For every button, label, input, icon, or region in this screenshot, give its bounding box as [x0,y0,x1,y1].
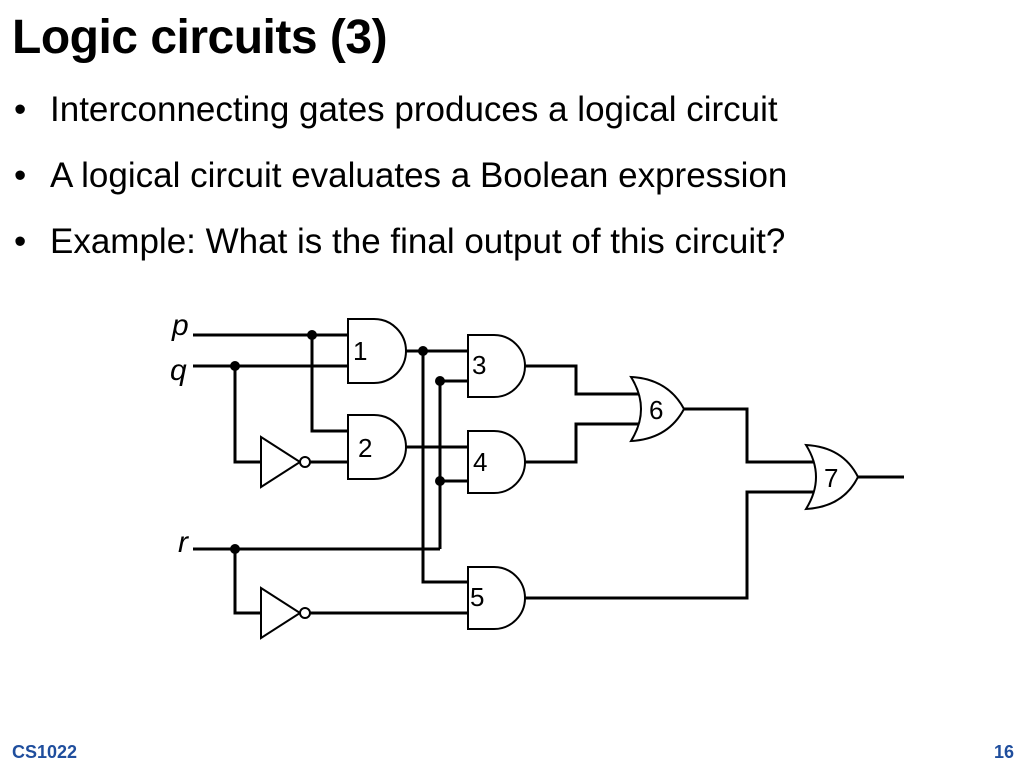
gate-label-2: 2 [358,433,372,463]
not-gate-r [260,586,311,640]
junction-dots [230,330,445,554]
gate-label-4: 4 [473,447,487,477]
gate-label-1: 1 [353,336,367,366]
slide-title: Logic circuits (3) [12,11,388,64]
and-gate-2: 2 [347,414,407,480]
gate-label-3: 3 [472,350,486,380]
bullet-item: • Example: What is the final output of t… [0,218,787,284]
circuit-wires [193,333,904,615]
bullet-icon: • [14,222,27,261]
bullet-text: Interconnecting gates produces a logical… [50,90,778,129]
input-label-p: p [171,309,189,342]
and-gate-4: 4 [467,430,526,494]
input-label-r: r [178,526,189,559]
bullet-item: • A logical circuit evaluates a Boolean … [0,152,787,218]
and-gate-1: 1 [347,318,407,384]
bullet-icon: • [14,90,27,129]
bullet-icon: • [14,156,27,195]
gate-label-7: 7 [824,463,838,493]
not-gate-q [260,435,311,489]
input-label-q: q [170,354,187,387]
bullet-item: • Interconnecting gates produces a logic… [0,86,787,152]
bullet-text: A logical circuit evaluates a Boolean ex… [50,156,788,195]
footer-course-code: CS1022 [12,742,78,762]
footer-page-number: 16 [993,742,1014,762]
or-gate-6: 6 [629,375,686,443]
and-gate-3: 3 [467,334,526,398]
gate-label-5: 5 [470,582,484,612]
or-gate-7: 7 [804,443,860,511]
bullet-list: • Interconnecting gates produces a logic… [0,86,787,284]
and-gate-5: 5 [467,566,526,630]
gate-label-6: 6 [649,395,663,425]
bullet-text: Example: What is the final output of thi… [50,222,786,261]
